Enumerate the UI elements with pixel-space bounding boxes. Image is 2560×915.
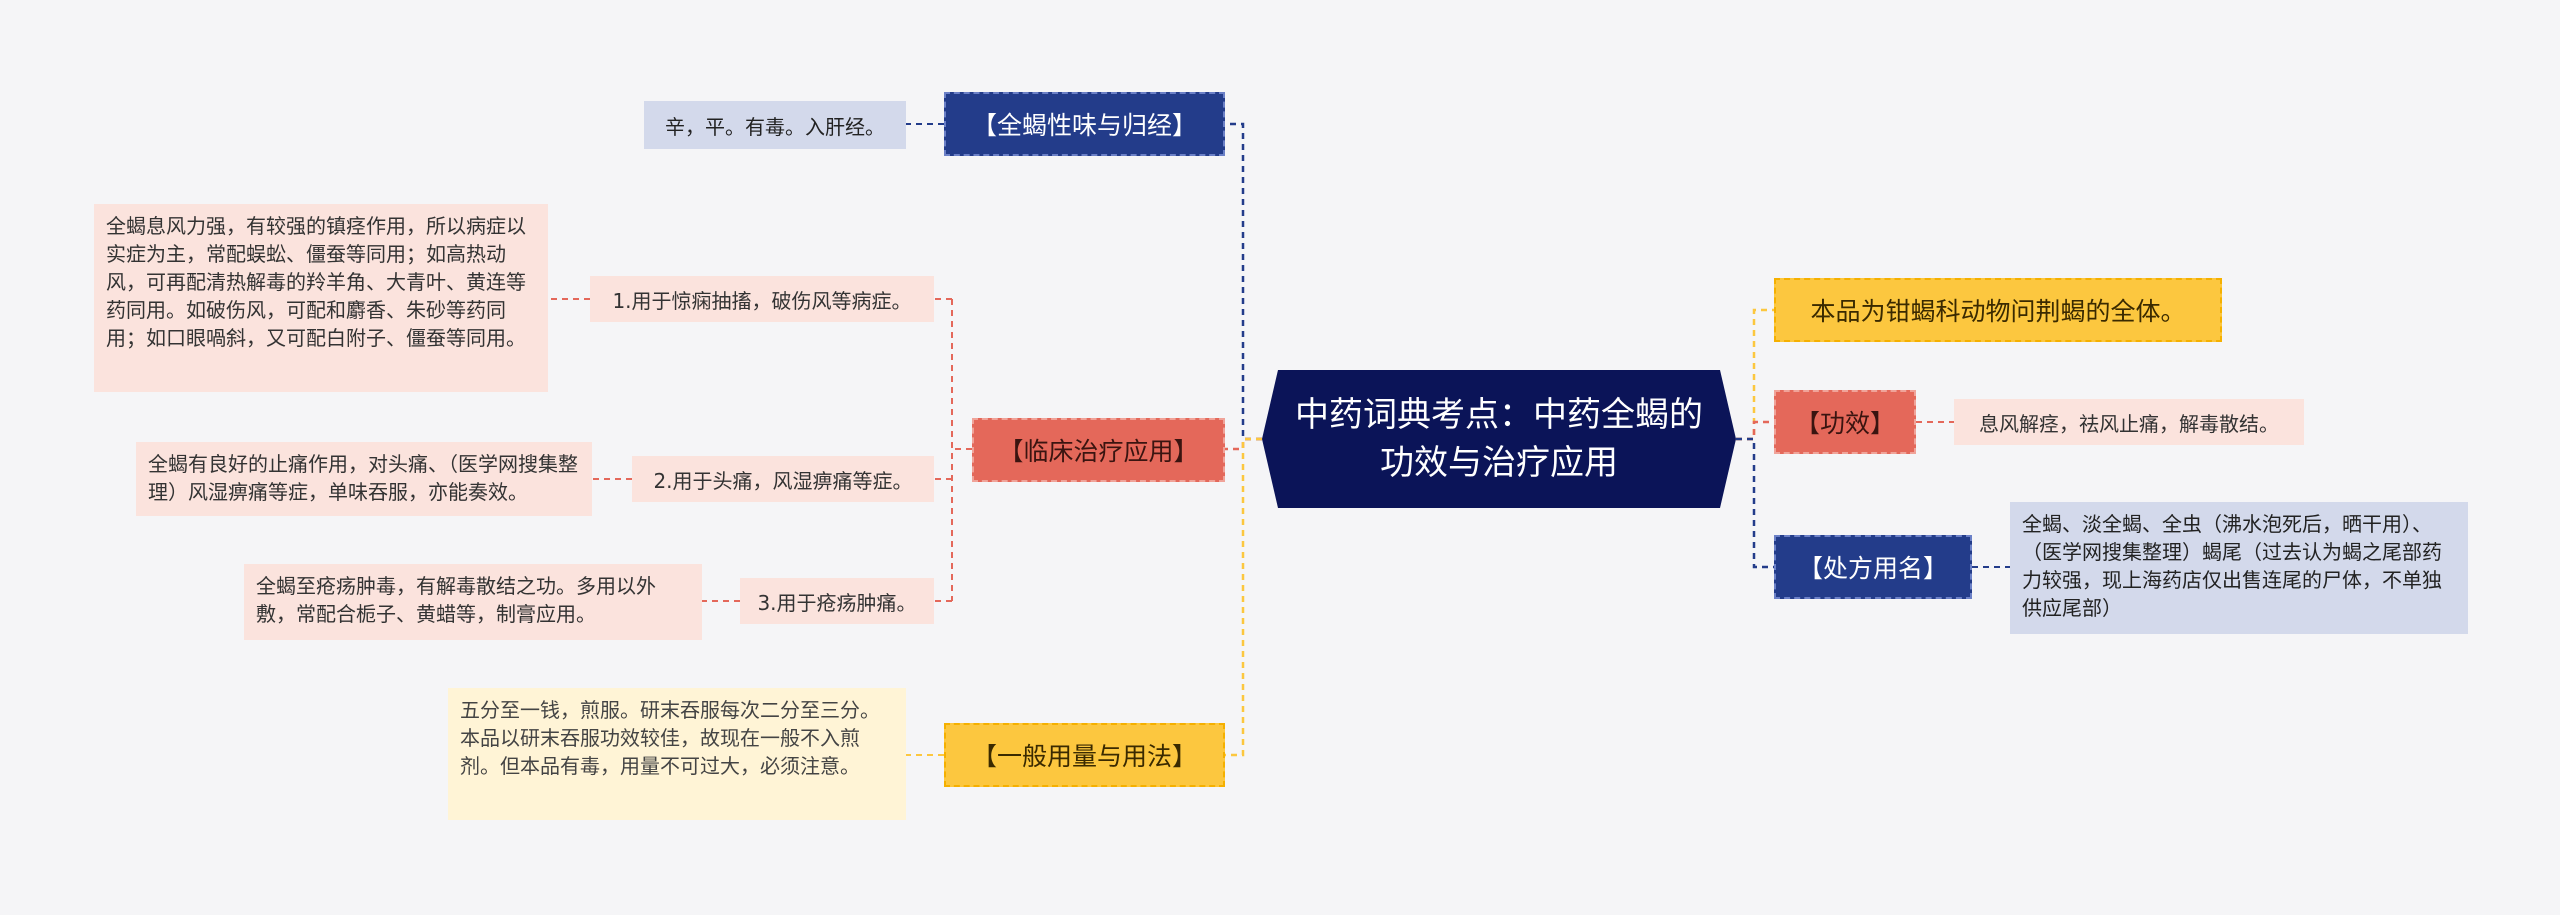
branch-origin-label: 本品为钳蝎科动物问荆蝎的全体。: [1810, 297, 2186, 326]
connector-center-to-efficacy: [1736, 420, 1774, 441]
leaf-nature-text: 辛，平。有毒。入肝经。: [665, 114, 885, 139]
leaf-efficacy-text: 息风解痉，祛风止痛，解毒散结。: [1979, 411, 2279, 436]
clinical-item-3-detail[interactable]: 全蝎至疮疡肿毒，有解毒散结之功。多用以外敷，常配合栀子、黄蜡等，制膏应用。: [244, 564, 702, 640]
leaf-prescription-text: 全蝎、淡全蝎、全虫（沸水泡死后，晒干用）、（医学网搜集整理）蝎尾（过去认为蝎之尾…: [2022, 512, 2442, 620]
clinical-item-2[interactable]: 2.用于头痛，风湿痹痛等症。: [632, 456, 934, 502]
clinical-item-3[interactable]: 3.用于疮疡肿痛。: [740, 578, 934, 624]
clinical-item-1-detail[interactable]: 全蝎息风力强，有较强的镇痉作用，所以病症以实症为主，常配蜈蚣、僵蚕等同用；如高热…: [94, 204, 548, 392]
branch-prescription[interactable]: 【处方用名】: [1774, 535, 1972, 599]
clinical-item-3-label: 3.用于疮疡肿痛。: [757, 590, 917, 615]
connector-clinical-details: [548, 298, 740, 602]
connector-center-to-prescription: [1736, 437, 1774, 569]
clinical-item-2-detail[interactable]: 全蝎有良好的止痛作用，对头痛、（医学网搜集整理）风湿痹痛等症，单味吞服，亦能奏效…: [136, 442, 592, 516]
leaf-prescription[interactable]: 全蝎、淡全蝎、全虫（沸水泡死后，晒干用）、（医学网搜集整理）蝎尾（过去认为蝎之尾…: [2010, 502, 2468, 634]
leaf-dosage[interactable]: 五分至一钱，煎服。研末吞服每次二分至三分。本品以研末吞服功效较佳，故现在一般不入…: [448, 688, 906, 820]
clinical-item-1-detail-text: 全蝎息风力强，有较强的镇痉作用，所以病症以实症为主，常配蜈蚣、僵蚕等同用；如高热…: [106, 214, 526, 350]
branch-dosage[interactable]: 【一般用量与用法】: [944, 723, 1225, 787]
branch-clinical-label: 【临床治疗应用】: [998, 437, 1199, 466]
leaf-efficacy[interactable]: 息风解痉，祛风止痛，解毒散结。: [1954, 399, 2304, 445]
center-topic[interactable]: 中药词典考点：中药全蝎的功效与治疗应用: [1262, 370, 1736, 508]
clinical-item-2-detail-text: 全蝎有良好的止痛作用，对头痛、（医学网搜集整理）风湿痹痛等症，单味吞服，亦能奏效…: [148, 452, 578, 504]
clinical-item-2-label: 2.用于头痛，风湿痹痛等症。: [653, 468, 913, 493]
branch-nature-label: 【全蝎性味与归经】: [971, 111, 1197, 140]
clinical-item-3-detail-text: 全蝎至疮疡肿毒，有解毒散结之功。多用以外敷，常配合栀子、黄蜡等，制膏应用。: [256, 574, 656, 626]
branch-efficacy-label: 【功效】: [1794, 409, 1895, 438]
leaf-nature[interactable]: 辛，平。有毒。入肝经。: [644, 101, 906, 149]
connector-center-to-nature: [1225, 122, 1262, 441]
branch-nature[interactable]: 【全蝎性味与归经】: [944, 92, 1225, 156]
branch-clinical[interactable]: 【临床治疗应用】: [972, 418, 1225, 482]
branch-prescription-label: 【处方用名】: [1797, 554, 1948, 583]
clinical-item-1-label: 1.用于惊痫抽搐，破伤风等病症。: [612, 288, 912, 313]
clinical-item-1[interactable]: 1.用于惊痫抽搐，破伤风等病症。: [590, 276, 934, 322]
branch-efficacy[interactable]: 【功效】: [1774, 390, 1916, 454]
branch-origin[interactable]: 本品为钳蝎科动物问荆蝎的全体。: [1774, 278, 2222, 342]
connector-center-to-dosage: [1225, 437, 1262, 757]
center-topic-title: 中药词典考点：中药全蝎的功效与治疗应用: [1295, 395, 1703, 483]
branch-dosage-label: 【一般用量与用法】: [971, 742, 1197, 771]
connector-clinical-items: [934, 298, 972, 602]
leaf-dosage-text: 五分至一钱，煎服。研末吞服每次二分至三分。本品以研末吞服功效较佳，故现在一般不入…: [460, 698, 880, 778]
connector-center-to-origin: [1736, 308, 1774, 441]
